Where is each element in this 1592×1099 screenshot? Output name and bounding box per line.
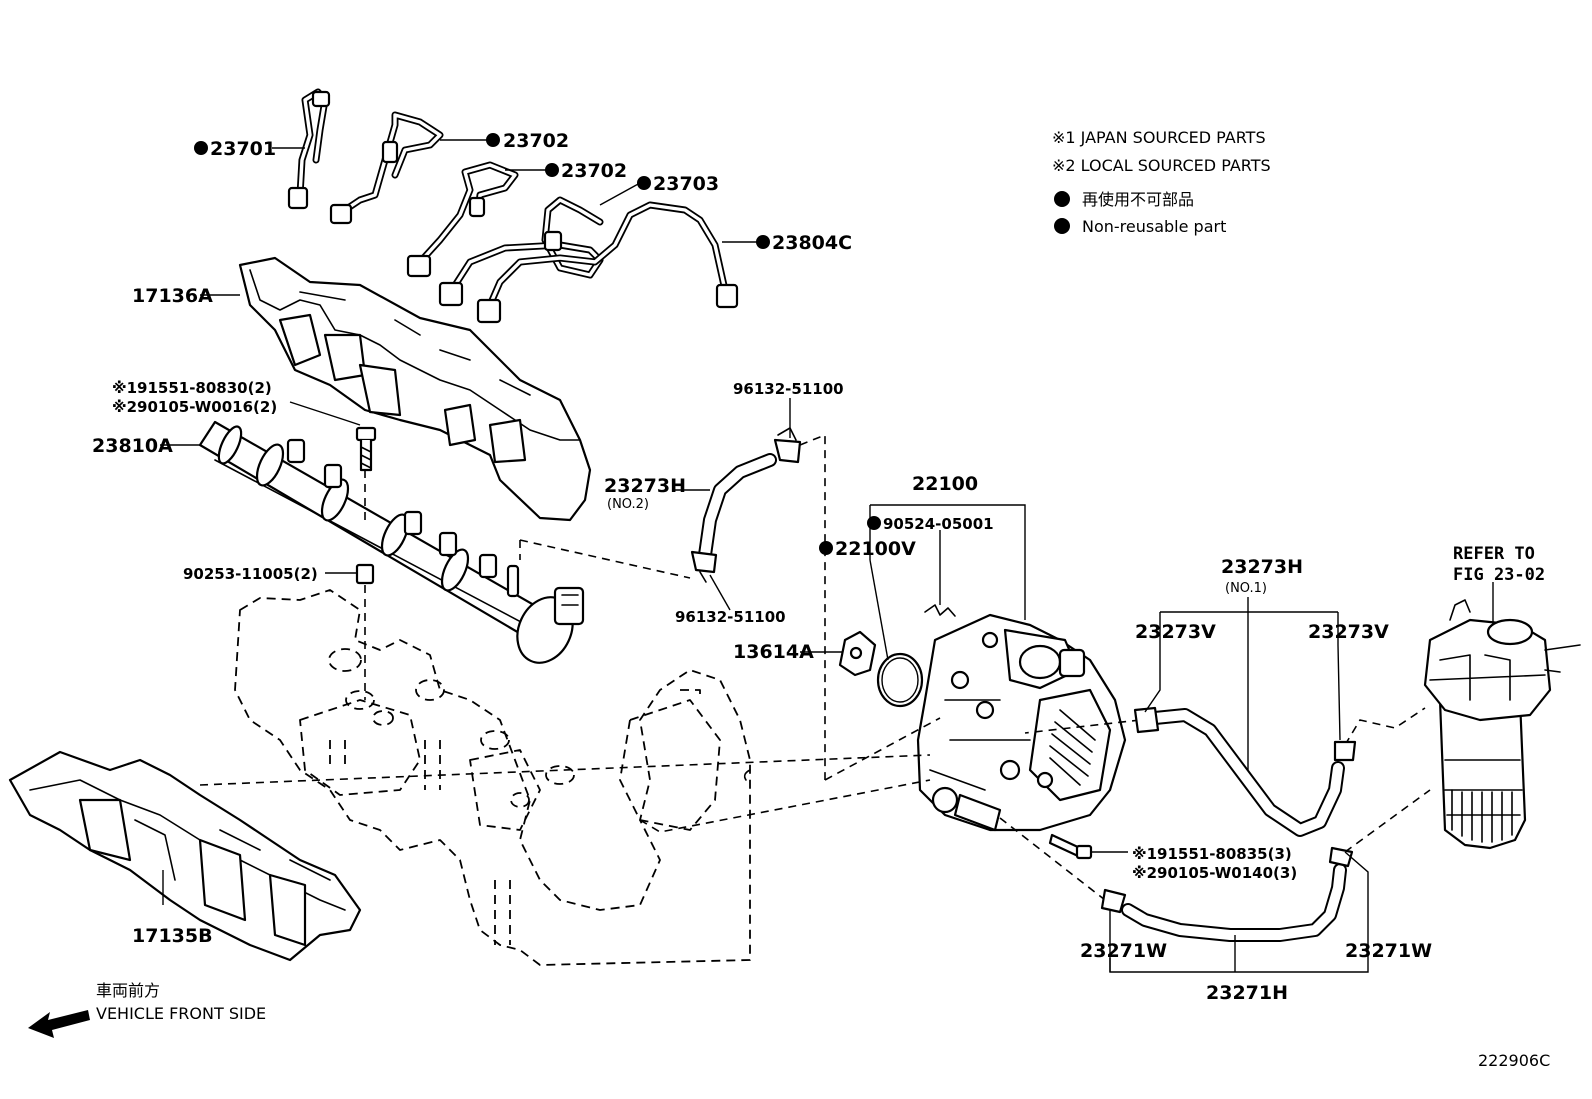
callout-22100v[interactable]: 22100V — [835, 538, 916, 560]
callout-23273h-no1-sub: (NO.1) — [1225, 581, 1267, 596]
callout-refer-fig[interactable]: FIG 23-02 — [1453, 565, 1545, 585]
legend-non-reusable-jp: 再使用不可部品 — [1082, 190, 1194, 209]
callouts: 23701 23702 23702 23703 23804C 17136A ※1… — [92, 130, 1545, 1004]
callout-13614a[interactable]: 13614A — [733, 641, 814, 663]
legend-non-reusable-en: Non-reusable part — [1082, 217, 1226, 236]
hose-clamp-23273v-right[interactable] — [1333, 740, 1357, 762]
injection-pipe-23701[interactable] — [287, 88, 331, 210]
coupling-13614a[interactable] — [838, 630, 877, 677]
injection-pipe-23702-b[interactable] — [406, 161, 519, 278]
legend-local-sourced: ※2 LOCAL SOURCED PARTS — [1052, 156, 1271, 175]
bolt-191551-80830[interactable] — [355, 426, 377, 472]
callout-90524-05001[interactable]: 90524-05001 — [883, 515, 994, 533]
callout-23273h-no1[interactable]: 23273H — [1221, 556, 1303, 578]
supply-pump-22100[interactable] — [916, 613, 1127, 832]
callout-refer-to[interactable]: REFER TO — [1453, 544, 1535, 564]
callout-17136a[interactable]: 17136A — [132, 285, 213, 307]
callout-290105-w0016[interactable]: ※290105-W0016(2) — [112, 398, 277, 416]
insulator-17136a[interactable] — [238, 256, 592, 522]
non-reusable-dot-icon — [545, 163, 559, 177]
collar-90253-11005[interactable] — [355, 563, 375, 585]
callout-23271w-right[interactable]: 23271W — [1345, 940, 1432, 962]
legend: ※1 JAPAN SOURCED PARTS ※2 LOCAL SOURCED … — [1052, 128, 1271, 236]
gasket-90524-05001[interactable] — [924, 604, 956, 617]
callout-23271h[interactable]: 23271H — [1206, 982, 1288, 1004]
callout-23804c[interactable]: 23804C — [772, 232, 852, 254]
non-reusable-dot-icon — [819, 541, 833, 555]
callout-17135b[interactable]: 17135B — [132, 925, 213, 947]
hose-clamp-96132-top[interactable] — [773, 427, 802, 464]
direction-jp: 車両前方 — [96, 981, 160, 1000]
hose-clamp-23273v-left[interactable] — [1133, 706, 1160, 734]
non-reusable-dot-icon — [486, 133, 500, 147]
callout-23273h-no2[interactable]: 23273H — [604, 475, 686, 497]
callout-23273v-left[interactable]: 23273V — [1135, 621, 1216, 643]
engine-block-outline — [234, 589, 751, 966]
non-reusable-dot-icon — [756, 235, 770, 249]
non-reusable-dot-icon — [867, 516, 881, 530]
non-reusable-dot-icon — [637, 176, 651, 190]
callout-96132-51100-top[interactable]: 96132-51100 — [733, 380, 844, 398]
bolt-191551-80835[interactable] — [1048, 833, 1093, 860]
callout-290105-w0140[interactable]: ※290105-W0140(3) — [1132, 864, 1297, 882]
non-reusable-dot-icon — [1054, 191, 1070, 207]
injection-pipe-23703[interactable] — [438, 196, 604, 307]
callout-23702-a[interactable]: 23702 — [503, 130, 569, 152]
hose-23273h-no1[interactable] — [1148, 708, 1345, 837]
arrow-left-icon — [28, 1010, 90, 1038]
legend-japan-sourced: ※1 JAPAN SOURCED PARTS — [1052, 128, 1266, 147]
injection-pipe-23804c[interactable] — [476, 201, 739, 324]
figure-code: 222906C — [1478, 1051, 1550, 1070]
injection-pipes — [287, 88, 739, 324]
fuel-filter-assembly[interactable] — [1423, 599, 1581, 850]
callout-23273v-right[interactable]: 23273V — [1308, 621, 1389, 643]
leader-lines — [160, 139, 1494, 973]
callout-22100[interactable]: 22100 — [912, 473, 978, 495]
direction-en: VEHICLE FRONT SIDE — [96, 1004, 266, 1023]
hose-clamp-96132-bottom[interactable] — [690, 550, 718, 583]
hose-clamp-23271w-left[interactable] — [1100, 888, 1127, 914]
callout-23810a[interactable]: 23810A — [92, 435, 173, 457]
hose-clamp-23271w-right[interactable] — [1328, 846, 1354, 868]
callout-23271w-left[interactable]: 23271W — [1080, 940, 1167, 962]
callout-191551-80830[interactable]: ※191551-80830(2) — [112, 379, 272, 397]
o-ring-22100v[interactable] — [876, 652, 924, 708]
callout-191551-80835[interactable]: ※191551-80835(3) — [1132, 845, 1292, 863]
callout-23703[interactable]: 23703 — [653, 173, 719, 195]
fuel-rail-23810a[interactable] — [198, 420, 585, 672]
callout-23273h-no2-sub: (NO.2) — [607, 497, 649, 512]
non-reusable-dot-icon — [194, 141, 208, 155]
insulator-17135b[interactable] — [8, 750, 362, 962]
callout-96132-51100-bottom[interactable]: 96132-51100 — [675, 608, 786, 626]
callout-23701[interactable]: 23701 — [210, 138, 276, 160]
vehicle-front-indicator: 車両前方 VEHICLE FRONT SIDE — [28, 981, 266, 1038]
callout-23702-b[interactable]: 23702 — [561, 160, 627, 182]
callout-90253-11005[interactable]: 90253-11005(2) — [183, 565, 318, 583]
hose-23273h-no2[interactable] — [698, 453, 777, 562]
injection-pipe-23702-a[interactable] — [329, 111, 444, 225]
hose-23271h[interactable] — [1121, 863, 1347, 942]
non-reusable-dot-icon — [1054, 218, 1070, 234]
